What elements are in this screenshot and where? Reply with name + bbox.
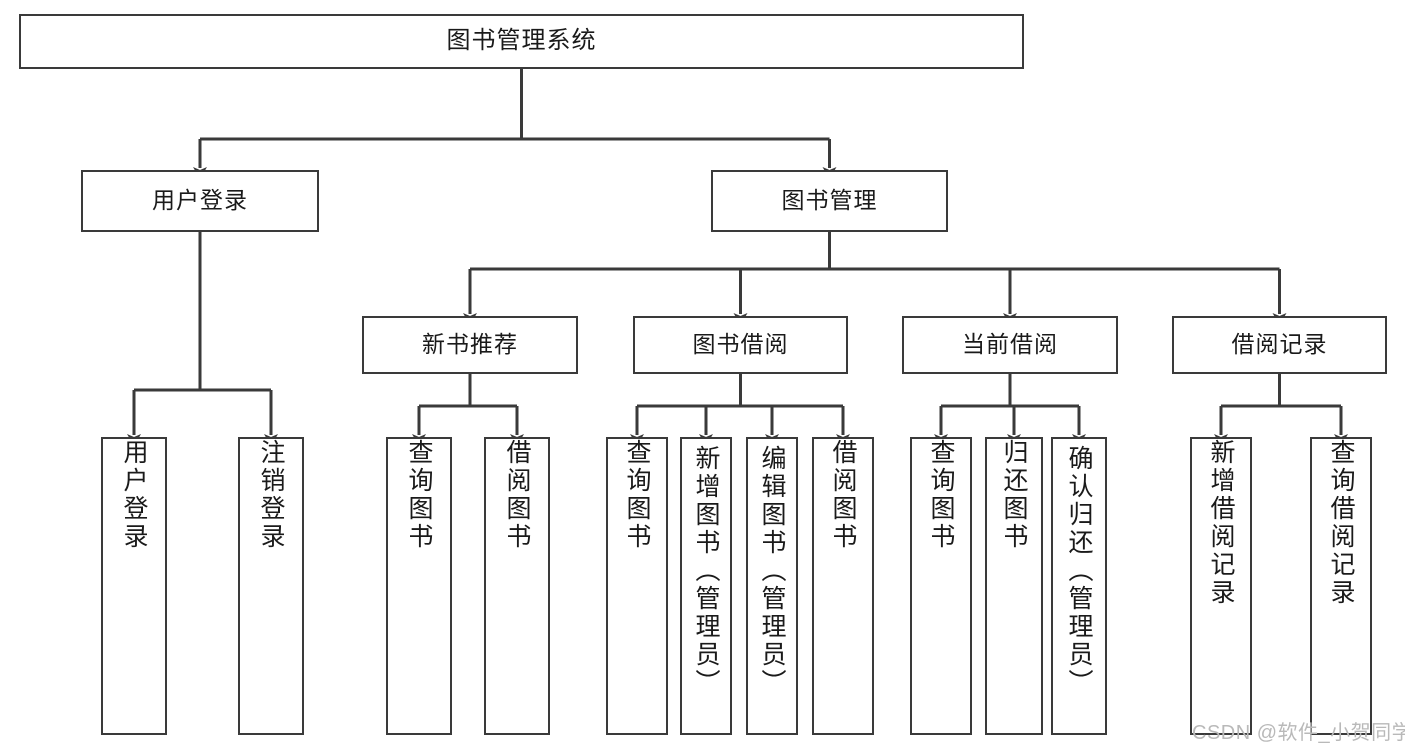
node-leaf-bb-borrow[interactable]: 借阅图书 xyxy=(812,437,874,735)
node-current-borrow[interactable]: 当前借阅 xyxy=(902,316,1118,374)
watermark-label: CSDN @软件_小贺同学 xyxy=(1192,722,1405,744)
node-label: 借阅图书 xyxy=(503,439,531,551)
node-new-book-rec[interactable]: 新书推荐 xyxy=(362,316,578,374)
node-label: 图书借阅 xyxy=(692,331,789,358)
node-label: 借阅记录 xyxy=(1231,331,1328,358)
node-label: 借阅图书 xyxy=(829,439,857,551)
node-leaf-br-query[interactable]: 查询借阅记录 xyxy=(1310,437,1372,735)
node-leaf-bb-query[interactable]: 查询图书 xyxy=(606,437,668,735)
node-label: 新增借阅记录 xyxy=(1207,439,1235,607)
node-label: 归还图书 xyxy=(1000,439,1028,551)
node-root[interactable]: 图书管理系统 xyxy=(19,14,1024,69)
node-leaf-bb-add[interactable]: 新增图书（管理员） xyxy=(680,437,732,735)
node-leaf-cb-query[interactable]: 查询图书 xyxy=(910,437,972,735)
node-leaf-cb-return[interactable]: 归还图书 xyxy=(985,437,1043,735)
node-book-borrow[interactable]: 图书借阅 xyxy=(633,316,848,374)
node-leaf-rec-query[interactable]: 查询图书 xyxy=(386,437,452,735)
node-leaf-rec-borrow[interactable]: 借阅图书 xyxy=(484,437,550,735)
node-borrow-record[interactable]: 借阅记录 xyxy=(1172,316,1387,374)
node-label: 注销登录 xyxy=(257,439,285,551)
node-leaf-br-add[interactable]: 新增借阅记录 xyxy=(1190,437,1252,735)
node-label: 新书推荐 xyxy=(422,331,518,358)
node-label: 查询图书 xyxy=(623,439,651,551)
node-label: 图书管理 xyxy=(781,187,878,214)
node-label: 图书管理系统 xyxy=(446,27,597,55)
node-user-login[interactable]: 用户登录 xyxy=(81,170,319,232)
node-leaf-bb-edit[interactable]: 编辑图书（管理员） xyxy=(746,437,798,735)
node-leaf-cb-confirm[interactable]: 确认归还（管理员） xyxy=(1051,437,1107,735)
node-label: 当前借阅 xyxy=(962,331,1058,358)
node-label: 用户登录 xyxy=(120,439,148,551)
node-label: 查询借阅记录 xyxy=(1327,439,1355,607)
node-label: 查询图书 xyxy=(927,439,955,551)
node-label: 确认归还（管理员） xyxy=(1065,445,1093,697)
node-label: 用户登录 xyxy=(152,187,248,214)
node-leaf-logout[interactable]: 注销登录 xyxy=(238,437,304,735)
node-book-manage[interactable]: 图书管理 xyxy=(711,170,948,232)
node-label: 编辑图书（管理员） xyxy=(758,445,786,697)
node-label: 查询图书 xyxy=(405,439,433,551)
node-label: 新增图书（管理员） xyxy=(692,445,720,697)
node-leaf-user-login[interactable]: 用户登录 xyxy=(101,437,167,735)
